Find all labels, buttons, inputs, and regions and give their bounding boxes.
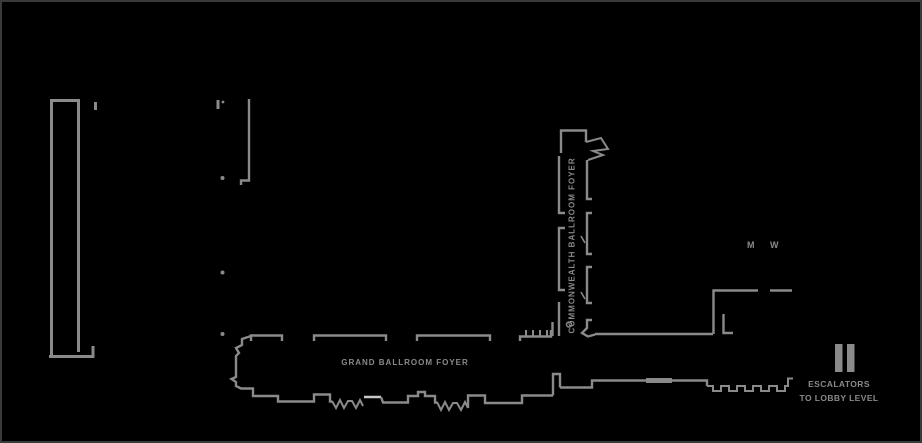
escalator-bar	[847, 344, 855, 372]
commonwealth-corridor-walls	[551, 129, 610, 338]
door-threshold-bar	[646, 378, 672, 383]
escalator-icon	[835, 344, 855, 372]
north-wall-segment	[415, 334, 492, 341]
corridor-door-leaf-mark	[580, 235, 586, 244]
mens-restroom-label: M	[747, 240, 755, 250]
escalators-label-line2: TO LOBBY LEVEL	[799, 393, 879, 403]
escalator-bar	[835, 344, 843, 372]
operable-wall-accordion	[436, 399, 469, 413]
corridor-top-door-swing	[585, 136, 610, 161]
corridor-east-wall-segment	[580, 318, 596, 338]
south-wall-pilaster	[551, 372, 562, 396]
corridor-east-wall-segment	[585, 265, 592, 305]
corridor-east-wall-segment	[585, 211, 592, 256]
south-wall-east-steps	[466, 394, 553, 408]
south-wall-middle	[379, 390, 437, 404]
south-wall-dentil-teeth	[707, 377, 793, 392]
grid-tick-marker	[216, 100, 220, 109]
column-dot-marker	[220, 332, 225, 336]
grand-foyer-south-wall	[247, 372, 793, 413]
restroom-partition-wall	[722, 314, 733, 335]
commonwealth-ballroom-foyer-label: COMMONWEALTH BALLROOM FOYER	[567, 157, 577, 334]
south-wall-east	[560, 379, 709, 389]
south-wall-west	[247, 387, 332, 403]
column-dot-marker	[220, 270, 225, 275]
corridor-east-wall-segment	[585, 160, 592, 201]
left-shaft-bottom-wall	[49, 346, 95, 358]
corridor-door-leaf-mark	[580, 291, 586, 300]
column-grid-markers	[216, 100, 225, 336]
grand-ballroom-foyer-label: GRAND BALLROOM FOYER	[341, 358, 469, 367]
operable-wall-accordion	[331, 397, 364, 411]
grand-foyer-west-wall	[229, 334, 252, 390]
corridor-top-cap-wall	[559, 129, 588, 153]
column-circle-marker	[565, 321, 573, 328]
left-shaft-outline	[50, 99, 80, 355]
restroom-west-north-wall	[712, 289, 758, 334]
womens-restroom-label: W	[770, 240, 779, 250]
column-dot-marker	[220, 176, 225, 180]
grand-foyer-north-wall	[249, 330, 553, 341]
escalators-label-line1: ESCALATORS	[808, 379, 870, 389]
column-dot-marker	[221, 100, 225, 104]
left-shaft-walls	[49, 99, 97, 358]
corridor-west-wall-segment	[557, 226, 565, 292]
corridor-west-wall-segment	[557, 156, 565, 215]
escalators-label: ESCALATORS TO LOBBY LEVEL	[788, 377, 890, 405]
north-partition-wall	[239, 99, 251, 185]
restroom-walls	[595, 289, 792, 336]
hatch-ticks	[525, 330, 548, 336]
north-wall-hatched-segment	[518, 330, 553, 341]
north-wall-segment	[312, 334, 388, 341]
north-wall-segment	[249, 334, 284, 341]
